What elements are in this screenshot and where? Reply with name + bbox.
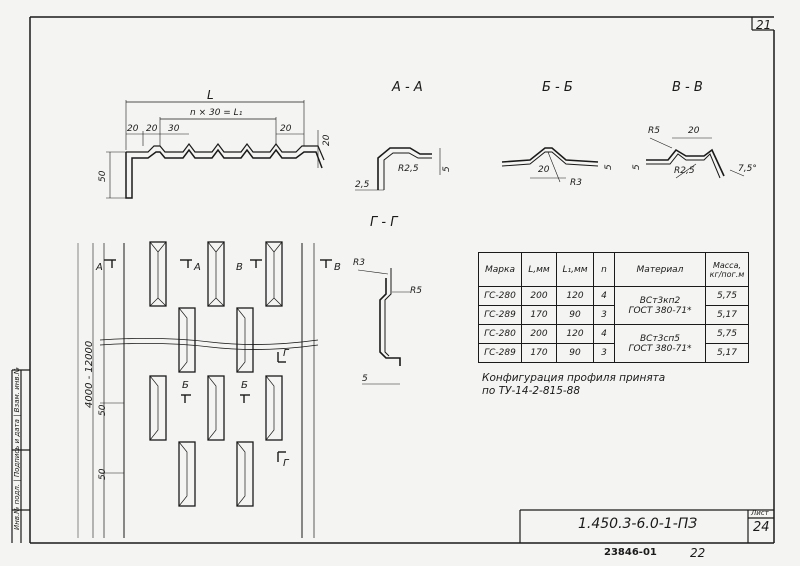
dim-aa-thickness: 2,5 xyxy=(355,180,370,190)
cut-mark-g-bottom: Г xyxy=(283,458,289,469)
cell-n: 4 xyxy=(593,286,615,306)
cell-mass: 5,17 xyxy=(705,343,749,363)
section-label-vv: В - В xyxy=(672,80,703,95)
header-mark: Марка xyxy=(478,252,522,287)
cut-mark-v-left: В xyxy=(236,262,243,273)
dim-vv-angle: 7,5° xyxy=(738,164,757,174)
cell-mark: ГС-289 xyxy=(478,305,522,325)
header-l1: L₁,мм xyxy=(556,252,594,287)
dim-vv-r25: R2,5 xyxy=(674,166,695,176)
dim-50-profile: 50 xyxy=(98,170,108,182)
table-row: ГС-289 170 90 3 5,17 xyxy=(478,343,749,363)
cell-l1: 120 xyxy=(556,324,594,344)
material-1-name: ВСт3кп2 xyxy=(639,295,681,306)
dim-aa-height: 5 xyxy=(442,166,452,172)
cell-n: 3 xyxy=(593,343,615,363)
section-label-aa: А - А xyxy=(392,80,423,95)
dim-vv-r5: R5 xyxy=(648,126,660,136)
dim-20-b: 20 xyxy=(146,124,158,134)
dim-n30: n × 30 = L₁ xyxy=(190,108,243,118)
dim-plan-50-a: 50 xyxy=(98,404,108,416)
cell-l: 170 xyxy=(521,343,557,363)
cell-mass: 5,75 xyxy=(705,324,749,344)
dim-gg-r3: R3 xyxy=(353,258,365,268)
sheet-number: 24 xyxy=(753,520,770,535)
cell-mark: ГС-289 xyxy=(478,343,522,363)
cell-l: 170 xyxy=(521,305,557,325)
header-l: L,мм xyxy=(521,252,557,287)
material-2-name: ВСт3сп5 xyxy=(640,333,680,344)
cell-l1: 120 xyxy=(556,286,594,306)
section-label-gg: Г - Г xyxy=(370,215,398,230)
dim-L: L xyxy=(207,88,214,102)
dim-20-a: 20 xyxy=(127,124,139,134)
bottom-page-number: 22 xyxy=(690,546,706,560)
dim-vv-width: 20 xyxy=(688,126,700,136)
cell-mark: ГС-280 xyxy=(478,286,522,306)
cell-mass: 5,75 xyxy=(705,286,749,306)
cell-l1: 90 xyxy=(556,343,594,363)
dim-vv-height: 5 xyxy=(632,164,642,170)
note-line-1: Конфигурация профиля принята xyxy=(482,372,666,384)
profile-note: Конфигурация профиля принята по ТУ-14-2-… xyxy=(482,372,665,398)
sheet-label: Лист xyxy=(751,509,769,517)
cut-mark-g-top: Г xyxy=(283,348,289,359)
archive-number: 23846-01 xyxy=(604,547,657,558)
cut-mark-b-right: Б xyxy=(241,380,248,391)
dim-bb-height: 5 xyxy=(604,164,614,170)
cut-mark-a-right: А xyxy=(194,262,201,273)
dim-bb-width: 20 xyxy=(538,165,550,175)
cell-mass: 5,17 xyxy=(705,305,749,325)
dim-20-d: 20 xyxy=(322,134,332,146)
note-line-2: по ТУ-14-2-815-88 xyxy=(482,385,581,397)
dim-30: 30 xyxy=(168,124,180,134)
page-number-top: 21 xyxy=(756,18,772,32)
cell-l: 200 xyxy=(521,286,557,306)
dim-gg-thickness: 5 xyxy=(362,374,368,384)
dim-gg-r5: R5 xyxy=(410,286,422,296)
cut-mark-b-left: Б xyxy=(182,380,189,391)
cell-l: 200 xyxy=(521,324,557,344)
material-2-std: ГОСТ 380-71* xyxy=(628,343,692,354)
dim-plan-50-b: 50 xyxy=(98,468,108,480)
section-label-bb: Б - Б xyxy=(542,80,573,95)
dim-bb-radius: R3 xyxy=(570,178,582,188)
cell-l1: 90 xyxy=(556,305,594,325)
table-row: ГС-289 170 90 3 5,17 xyxy=(478,305,749,325)
header-n: n xyxy=(593,252,615,287)
cell-n: 3 xyxy=(593,305,615,325)
header-material: Материал xyxy=(614,252,706,287)
cell-mark: ГС-280 xyxy=(478,324,522,344)
cut-mark-v-right: В xyxy=(334,262,341,273)
cut-mark-a-left: А xyxy=(96,262,103,273)
side-stamp: Инв.№ подл. | Подпись и дата | Взам. инв… xyxy=(13,367,21,530)
header-mass: Масса, кг/пог.м xyxy=(705,252,749,287)
spec-table: Марка L,мм L₁,мм n Материал Масса, кг/по… xyxy=(478,252,749,363)
dim-20-c: 20 xyxy=(280,124,292,134)
drawing-code: 1.450.3-6.0-1-ПЗ xyxy=(578,516,698,532)
material-1-std: ГОСТ 380-71* xyxy=(628,305,692,316)
cell-n: 4 xyxy=(593,324,615,344)
spec-table-header: Марка L,мм L₁,мм n Материал Масса, кг/по… xyxy=(478,252,749,287)
dim-aa-radius: R2,5 xyxy=(398,164,419,174)
dim-plan-length: 4000 - 12000 xyxy=(84,340,95,408)
